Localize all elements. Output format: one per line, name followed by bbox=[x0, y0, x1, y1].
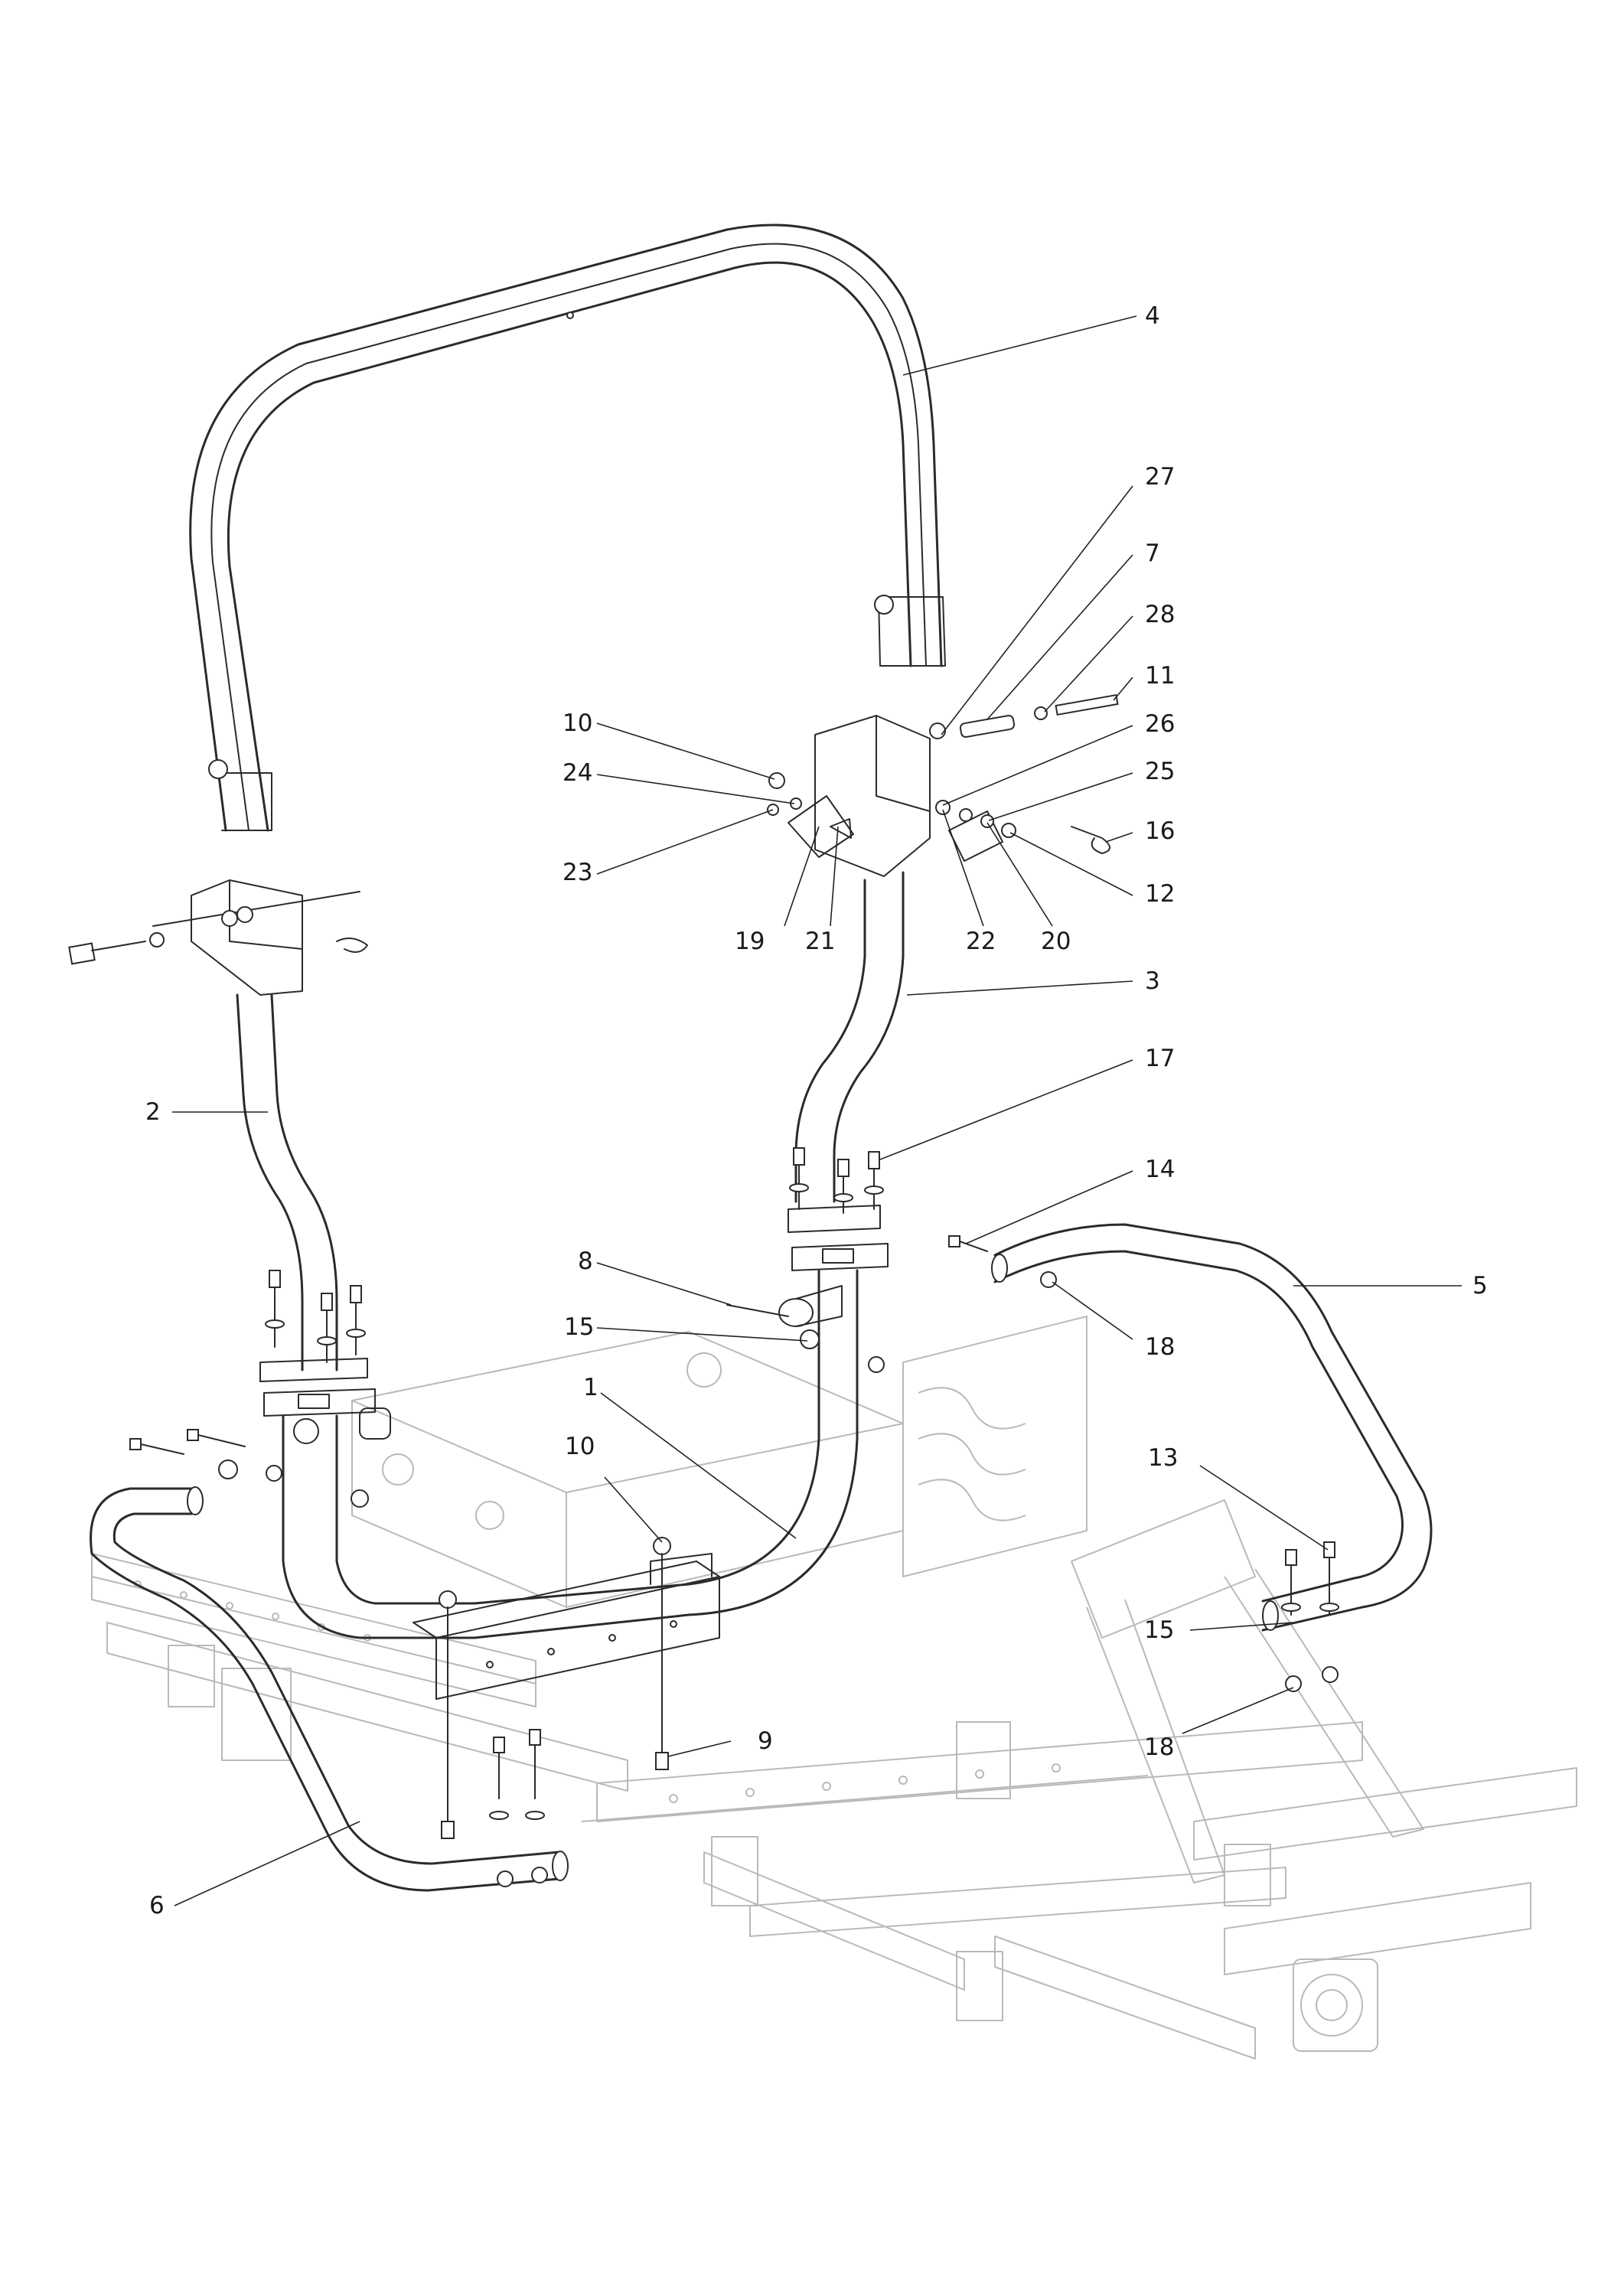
callout-23: 23 bbox=[563, 859, 592, 886]
leader-lines bbox=[172, 315, 1462, 1906]
callout-19: 19 bbox=[735, 928, 765, 955]
part-4-roll-bar-hoop bbox=[189, 223, 946, 832]
callout-15-right: 15 bbox=[1144, 1616, 1174, 1644]
callout-10-top: 10 bbox=[563, 709, 592, 737]
callout-28: 28 bbox=[1145, 601, 1175, 628]
callout-22: 22 bbox=[966, 928, 996, 955]
callout-24: 24 bbox=[563, 759, 592, 787]
part-1-seat-bracket bbox=[413, 1285, 885, 1700]
callout-26: 26 bbox=[1145, 710, 1175, 738]
callout-7: 7 bbox=[1145, 540, 1160, 567]
callout-18-bottom: 18 bbox=[1144, 1733, 1174, 1761]
callout-1: 1 bbox=[583, 1374, 598, 1401]
callout-25: 25 bbox=[1145, 758, 1175, 785]
callout-11: 11 bbox=[1145, 662, 1175, 690]
part-2-bolts bbox=[265, 1270, 366, 1363]
callout-10-bottom: 10 bbox=[565, 1433, 595, 1460]
callout-6: 6 bbox=[149, 1892, 165, 1919]
callout-20: 20 bbox=[1041, 928, 1071, 955]
callout-27: 27 bbox=[1145, 463, 1175, 491]
callout-16: 16 bbox=[1145, 817, 1175, 845]
part-6-left-grab-bar bbox=[90, 1429, 671, 1892]
callout-12: 12 bbox=[1145, 880, 1175, 908]
tractor-frame-ghost bbox=[91, 1316, 1577, 2060]
callout-5: 5 bbox=[1472, 1272, 1488, 1300]
part-3-pivot-hardware bbox=[767, 693, 1119, 862]
callout-21: 21 bbox=[805, 928, 835, 955]
callout-8: 8 bbox=[578, 1247, 593, 1275]
part-3-right-upright bbox=[473, 693, 1119, 1639]
callout-4: 4 bbox=[1145, 302, 1160, 330]
part-3-bolts bbox=[789, 1147, 884, 1214]
callout-14: 14 bbox=[1145, 1156, 1175, 1183]
part-2-left-upright bbox=[68, 879, 476, 1639]
callout-17: 17 bbox=[1145, 1045, 1175, 1072]
callout-15-left: 15 bbox=[564, 1313, 594, 1341]
callout-9: 9 bbox=[758, 1727, 773, 1755]
part-2-pivot-hardware bbox=[68, 891, 368, 965]
callout-2: 2 bbox=[145, 1098, 161, 1126]
callout-18-top: 18 bbox=[1145, 1333, 1175, 1361]
callout-13: 13 bbox=[1148, 1444, 1178, 1472]
callout-labels: 4 27 7 28 11 26 25 16 12 20 22 3 10 24 2… bbox=[145, 302, 1488, 1919]
callout-3: 3 bbox=[1145, 967, 1160, 995]
part-5-right-grab-bar bbox=[948, 1223, 1433, 1692]
